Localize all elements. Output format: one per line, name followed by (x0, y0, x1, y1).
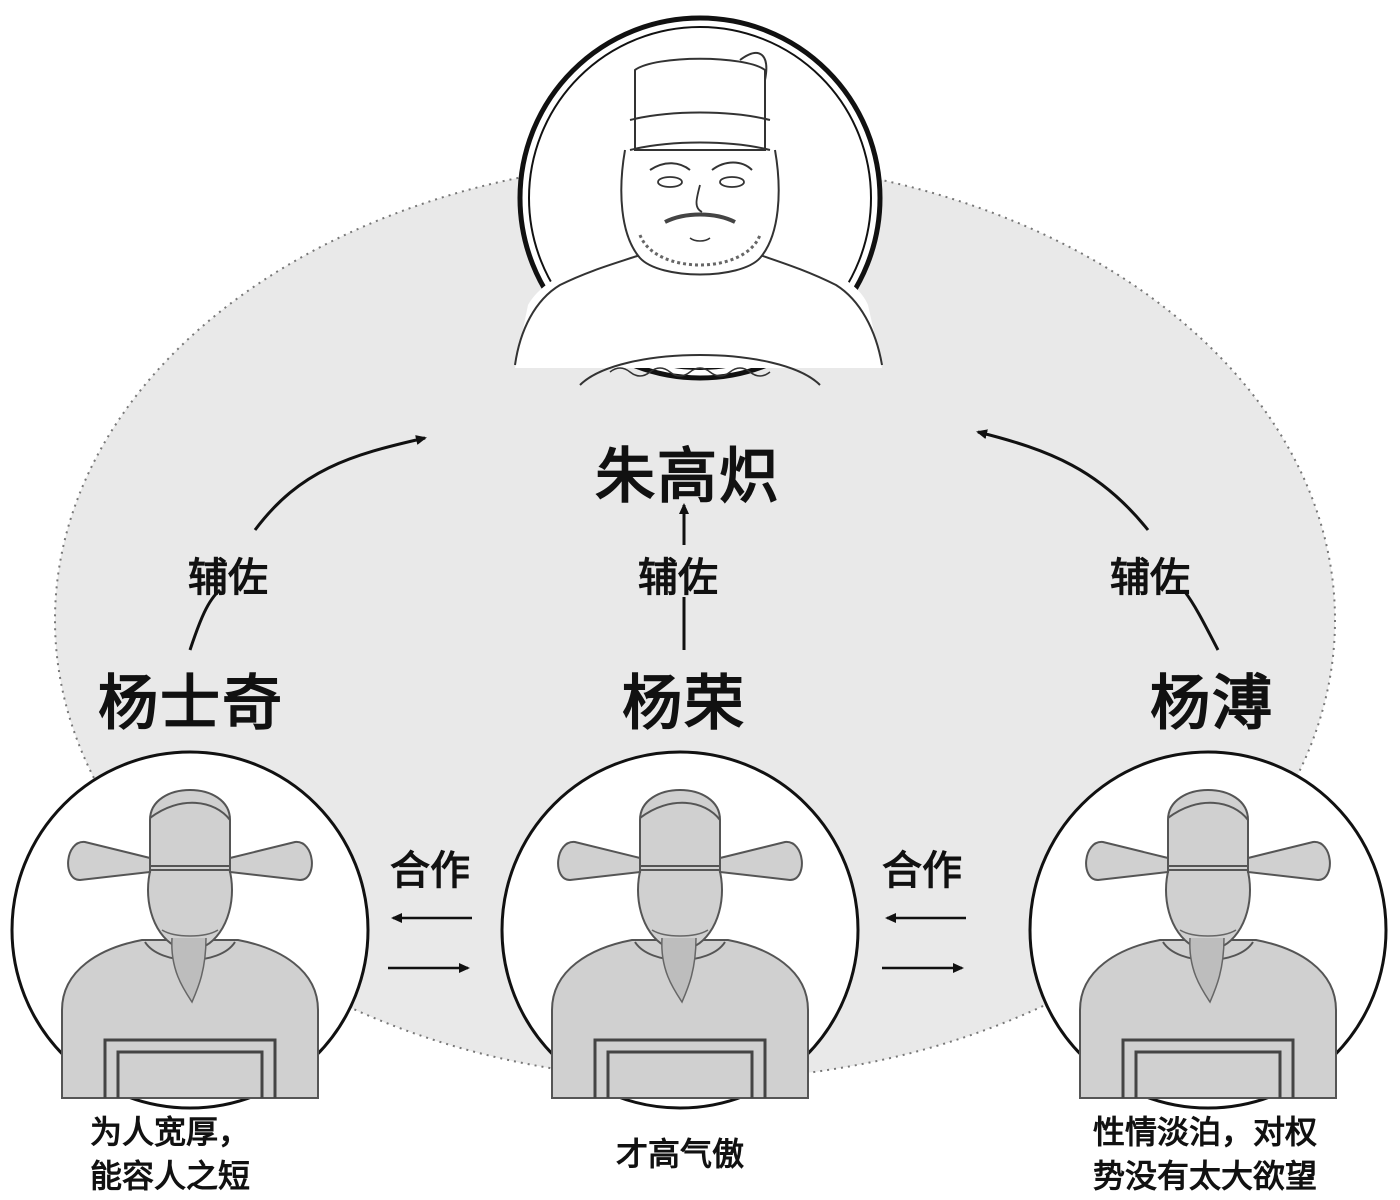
minister-name-yang-rong: 杨荣 (622, 669, 746, 739)
minister-name-yang-shiqi: 杨士奇 (98, 669, 284, 739)
emperor-portrait (514, 15, 883, 386)
yang-shiqi-portrait (10, 750, 370, 1110)
yang-pu-portrait (1028, 750, 1388, 1110)
description-yang-shiqi: 为人宽厚， 能容人之短 (40, 1110, 300, 1198)
description-yang-shiqi-line2: 能容人之短 (89, 1157, 250, 1195)
assist-label-center: 辅佐 (638, 554, 718, 601)
minister-name-yang-pu: 杨溥 (1150, 669, 1274, 739)
yang-rong-portrait (500, 750, 860, 1110)
assist-label-left: 辅佐 (188, 554, 268, 601)
description-yang-rong-line1: 才高气傲 (615, 1135, 744, 1173)
cooperation-label-left: 合作 (390, 847, 470, 894)
assist-arrow-left (253, 435, 427, 531)
description-yang-shiqi-line1: 为人宽厚， (89, 1113, 250, 1151)
description-yang-pu-line2: 势没有太大欲望 (1092, 1157, 1317, 1195)
assist-line-left-lower (188, 588, 222, 651)
cooperation-label-right: 合作 (882, 847, 962, 894)
assist-label-right: 辅佐 (1110, 554, 1190, 601)
assist-line-right-lower (1183, 591, 1220, 651)
description-yang-pu: 性情淡泊，对权 势没有太大欲望 (1060, 1110, 1350, 1198)
emperor-name: 朱高炽 (595, 442, 781, 512)
assist-arrow-right (976, 429, 1150, 531)
description-yang-rong: 才高气傲 (575, 1132, 785, 1176)
description-yang-pu-line1: 性情淡泊，对权 (1092, 1113, 1317, 1151)
